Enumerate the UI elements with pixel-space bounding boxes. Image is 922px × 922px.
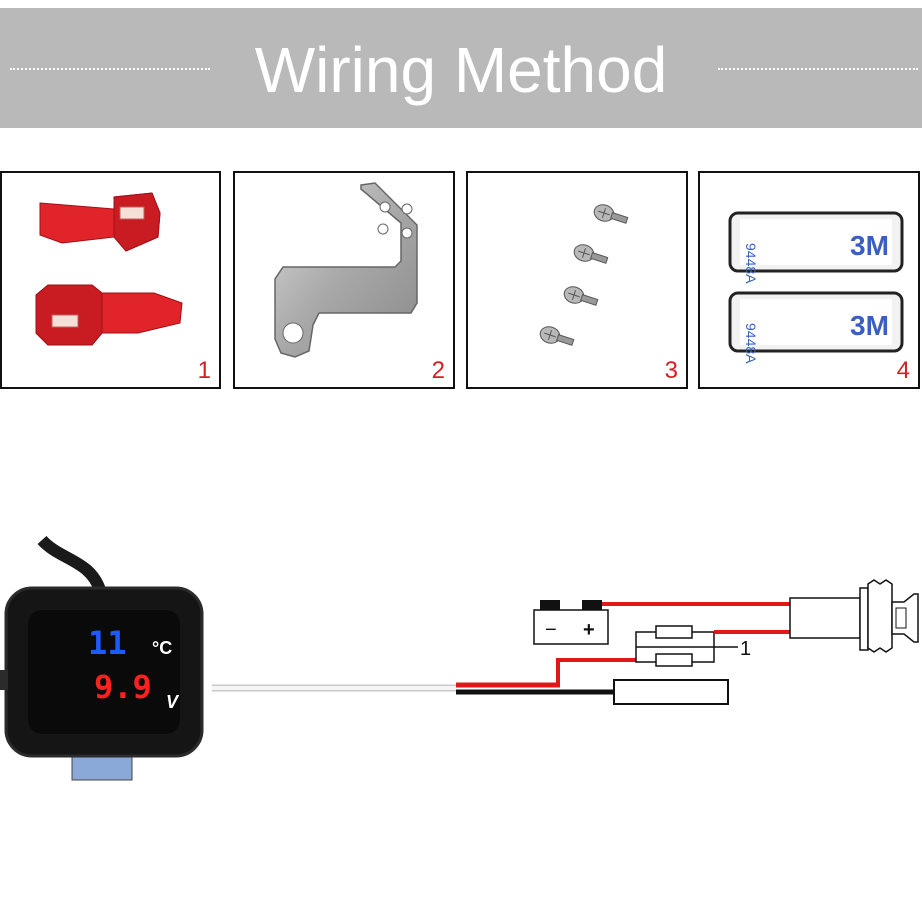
part-panel-1: 1 (0, 171, 221, 389)
part-panel-3: 3 (466, 171, 688, 389)
meter-cable (37, 535, 106, 593)
dotted-line-right (718, 68, 918, 70)
battery-icon (533, 600, 609, 645)
wiring-diagram: 11 °C 9.9 V 1 − + (0, 535, 919, 781)
dotted-line-left (10, 68, 210, 70)
battery-minus-label: − (545, 619, 557, 641)
part-number: 2 (431, 357, 445, 384)
header-banner: Wiring Method (0, 8, 922, 128)
temperature-unit: °C (152, 638, 172, 658)
adhesive-tape-icon: 9448A 3M 9448A 3M (728, 211, 904, 364)
screws-icon (539, 204, 629, 346)
tape-code-label: 9448A (743, 243, 759, 284)
ground-terminal (613, 679, 729, 705)
page-title: Wiring Method (254, 34, 668, 106)
voltage-readout: 9.9 (94, 668, 152, 706)
metal-bracket-icon (274, 182, 418, 358)
tape-brand-label: 3M (850, 310, 889, 341)
part-panel-2: 2 (233, 171, 455, 389)
part-number: 3 (664, 357, 678, 384)
voltmeter-thermometer-icon (0, 586, 204, 781)
part-number: 4 (896, 357, 910, 384)
battery-plus-label: + (583, 619, 595, 641)
voltage-unit: V (166, 692, 180, 712)
fuse-label: 1 (740, 638, 751, 660)
fuse-icon (635, 625, 715, 667)
tape-brand-label: 3M (850, 230, 889, 261)
wire-connector-icon (35, 192, 183, 346)
tape-code-label: 9448A (743, 323, 759, 364)
ignition-switch-icon (789, 579, 919, 653)
part-panel-4: 9448A 3M 9448A 3M 4 (698, 171, 920, 389)
part-number: 1 (197, 357, 211, 384)
temperature-readout: 11 (88, 624, 127, 662)
